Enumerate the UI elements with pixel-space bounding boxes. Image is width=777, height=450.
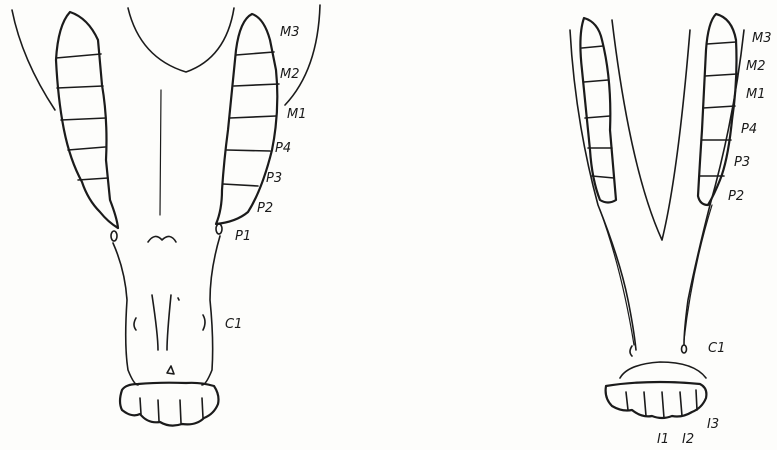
lower-canine-right [682,345,687,353]
upper-dot [178,298,179,300]
lower-right-ramus-outer [684,30,744,345]
upper-incisor-arc [120,383,219,426]
lower-label-m1: M1 [746,87,766,102]
lower-incisor-divider [644,392,646,416]
upper-muzzle-left-side [113,243,138,385]
upper-incisive-fissure-right [167,295,171,350]
upper-label-m3: M3 [280,25,300,40]
upper-right-tooth-divider [223,184,258,186]
upper-right-tooth-row [216,14,279,224]
upper-incisive-fissure-left [152,295,158,350]
lower-incisor-divider [626,392,628,410]
lower-right-tooth-column [698,14,737,205]
upper-left-tooth-divider [56,54,101,58]
upper-small-foramen [167,366,174,374]
upper-label-p2: P2 [257,201,273,216]
upper-canine-left [134,318,136,330]
lower-incisor-divider [696,390,697,410]
lower-jaw-drawing [570,14,744,418]
upper-left-tooth-row [56,12,118,228]
upper-incisor-outline [120,383,219,426]
lower-incisor-row [606,382,707,418]
upper-midline [160,90,161,215]
lower-right-tooth-divider [707,42,736,44]
lower-incisor-divider [662,392,664,418]
upper-left-tooth-divider [57,86,103,88]
upper-right-tooth-divider [236,52,274,55]
upper-label-m2: M2 [280,67,300,82]
lower-right-inner-line [684,205,712,340]
lower-label-p2: P2 [728,189,744,204]
lower-incisor-divider [680,392,682,416]
upper-left-p1-tooth [111,231,117,241]
lower-left-inner-line [600,210,634,345]
upper-muzzle-right-side [202,236,220,385]
upper-label-p3: P3 [266,171,282,186]
lower-label-m3: M3 [752,31,772,46]
lower-label-i3: I3 [707,417,719,432]
upper-left-tooth-divider [78,178,108,180]
lower-incisor-outline [606,382,707,418]
upper-label-p4: P4 [275,141,291,156]
lower-symphysis-arc [620,362,706,378]
lower-label-i2: I2 [682,432,694,447]
upper-label-m1: M1 [287,107,307,122]
upper-right-p1-tooth [216,224,222,234]
upper-left-tooth-divider [61,118,106,120]
lower-label-i1: I1 [657,432,669,447]
upper-jaw-drawing [12,5,320,426]
lower-right-tooth-divider [705,74,737,76]
lower-canine-left [630,346,632,356]
lower-inner-v [612,20,690,240]
upper-incisor-divider [180,400,181,423]
upper-incisor-divider [202,398,203,418]
lower-label-m2: M2 [746,59,766,74]
upper-canine-right [203,315,205,330]
upper-incisor-divider [158,400,159,421]
upper-palate-arch [128,8,234,72]
upper-right-tooth-divider [230,116,276,118]
lower-left-tooth-divider [582,46,603,48]
lower-label-p3: P3 [734,155,750,170]
upper-palatal-groove [148,236,176,242]
upper-right-tooth-divider [234,84,279,86]
lower-left-tooth-divider [592,176,614,178]
lower-left-tooth-divider [585,116,610,118]
lower-right-tooth-divider [703,106,735,108]
upper-skull-left-edge [12,10,55,110]
lower-label-p4: P4 [741,122,757,137]
upper-label-c1: C1 [225,317,242,332]
lower-left-tooth-column [580,18,616,203]
upper-right-tooth-divider [227,150,270,151]
upper-skull-right-edge [285,5,320,105]
lower-left-tooth-divider [584,80,608,82]
upper-label-p1: P1 [235,229,251,244]
upper-left-tooth-divider [68,147,105,150]
lower-label-c1: C1 [708,341,725,356]
upper-incisor-divider [140,398,141,414]
upper-right-row-outline [216,14,277,224]
